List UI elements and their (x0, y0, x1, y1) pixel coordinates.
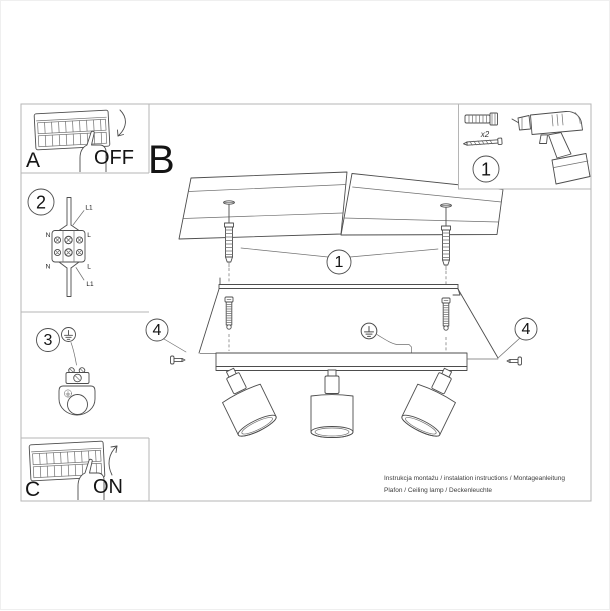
ground-symbol-icon (360, 322, 378, 340)
parts-box: x2 1 (458, 104, 591, 190)
section-2-wiring: 2 L1 N L N L L1 (27, 188, 94, 297)
callout-1-leader-right (349, 248, 439, 258)
section-a-label: A (26, 149, 40, 172)
section-3-earthing: 3 (36, 327, 96, 416)
fixing-screw-right (506, 356, 522, 366)
mounting-plate-icon (58, 385, 96, 416)
ceiling-panel-right (340, 173, 504, 236)
step-1-parts-number: 1 (481, 160, 491, 180)
on-label: ON (93, 476, 123, 498)
mounting-bracket (218, 277, 461, 296)
section-a: A OFF (26, 109, 134, 173)
bracket-slant-left (198, 288, 220, 354)
section-a-border (21, 104, 150, 174)
step-1-parts-callout: 1 (472, 155, 500, 183)
l-bottom-label: L (87, 264, 91, 271)
section-c-border (21, 437, 150, 501)
footer-line1: Instrukcja montażu / instalation instruc… (384, 475, 565, 482)
l-top-label: L (87, 232, 91, 239)
section-c-label: C (25, 478, 40, 501)
cable-clamp-icon (65, 367, 90, 384)
step-1-number: 1 (335, 254, 344, 271)
spotlight-middle (310, 369, 354, 438)
step-1-callout: 1 (326, 249, 352, 275)
lamp-base-bar (199, 352, 499, 371)
l1-top-label: L1 (85, 205, 93, 212)
anchor-quantity-label: x2 (480, 130, 490, 139)
step-4-callout-left: 4 (145, 318, 187, 353)
callout-1-leader-left (240, 247, 329, 258)
ceiling-anchor-left (223, 200, 235, 268)
arrow-up-icon (108, 445, 118, 476)
step-4-number-right: 4 (522, 321, 531, 338)
bracket-screw-left (224, 296, 234, 330)
arrow-down-icon (117, 109, 126, 137)
step-2-number: 2 (36, 193, 46, 213)
n-top-label: N (46, 232, 51, 239)
earth-wire (70, 342, 77, 366)
step-4-number-left: 4 (153, 322, 162, 339)
step-4-callout-right: 4 (497, 317, 538, 359)
step-3-number: 3 (44, 332, 53, 349)
section-b-label: B (148, 138, 175, 182)
main-diagram: 1 (145, 138, 538, 441)
breaker-panel-icon (33, 109, 111, 151)
off-label: OFF (94, 147, 134, 169)
fixing-screw-left (170, 355, 186, 365)
ceiling-panel-left (178, 171, 348, 240)
n-bottom-label: N (46, 264, 51, 271)
spotlight-right (399, 360, 468, 441)
parts-box-border (458, 104, 591, 190)
l1-bottom-leader (75, 267, 85, 281)
l1-bottom-label: L1 (86, 281, 94, 288)
bracket-slant-right (457, 288, 499, 359)
footer-text: Instrukcja montażu / instalation instruc… (384, 475, 565, 494)
drill-icon (511, 111, 591, 185)
section-c: C ON (25, 440, 123, 501)
sheet-frame (20, 103, 592, 502)
footer-line2: Plafon / Ceiling lamp / Deckenleuchte (384, 487, 492, 494)
earth-symbol-icon (61, 327, 76, 342)
l1-top-leader (72, 210, 85, 226)
wall-plug-icon (464, 112, 498, 126)
mounting-screw-icon (463, 137, 503, 146)
spotlight-left (210, 360, 279, 441)
ceiling-anchor-right (440, 203, 452, 271)
step-2-callout: 2 (27, 188, 55, 216)
ground-wire (360, 322, 412, 354)
bracket-screw-right (441, 297, 451, 331)
step-3-callout: 3 (36, 328, 60, 352)
terminal-block-icon (51, 197, 86, 297)
